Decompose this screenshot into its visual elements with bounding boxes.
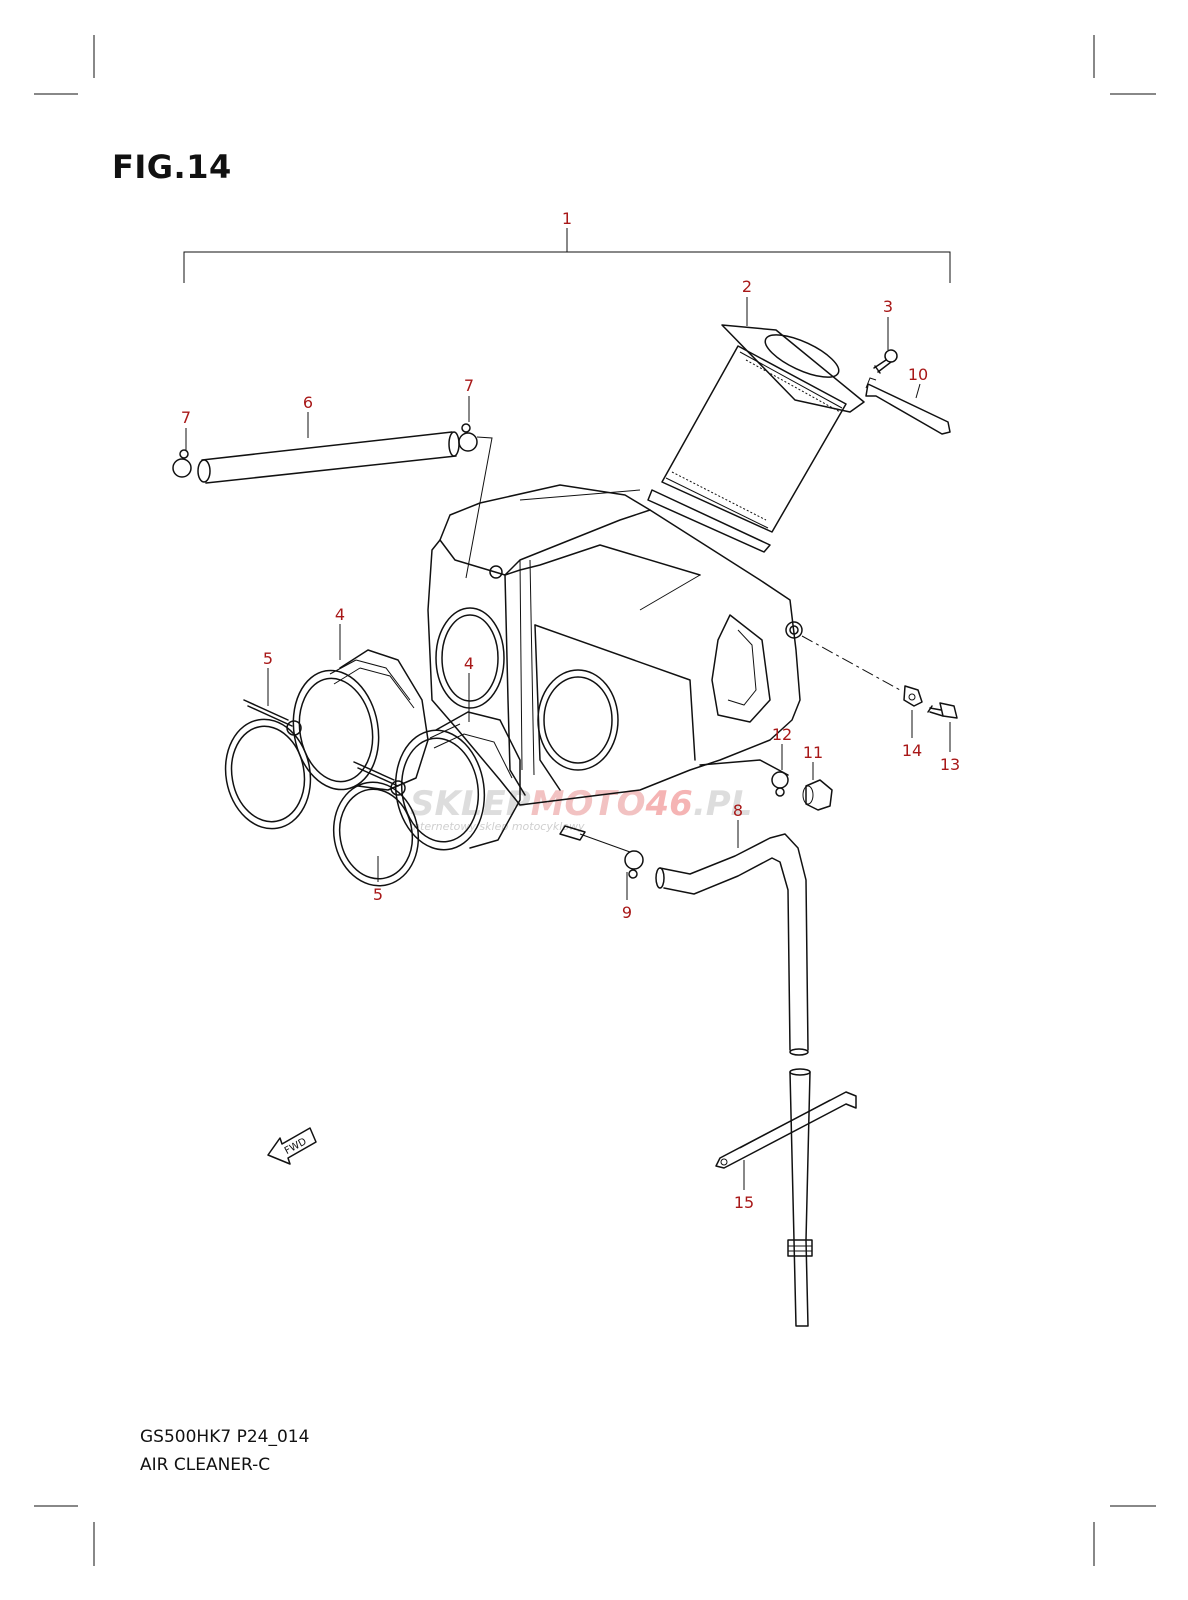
clip-right-part: [458, 423, 478, 452]
holder-part: [865, 377, 951, 435]
watermark-number: 46: [645, 784, 693, 824]
callout-7-left: 7: [181, 408, 191, 427]
callout-4-left: 4: [335, 605, 345, 624]
drain-hose-part: [655, 833, 809, 1056]
clamp-upper-part: [224, 699, 312, 830]
drain-clip-part: [624, 850, 644, 879]
fwd-arrow: FWD: [267, 1127, 317, 1165]
callout-labels: 1 2 3 4 4 5 5 6 7 7 8 9 10 11 12 13 14 1…: [181, 209, 960, 1212]
callout-14: 14: [902, 741, 922, 760]
callout-3: 3: [883, 297, 893, 316]
watermark: SKLEPMOTO46.PL internetowy sklep motocyk…: [410, 784, 752, 833]
watermark-suffix: .PL: [693, 784, 753, 824]
leader-lines: [185, 297, 951, 1190]
callout-13: 13: [940, 755, 960, 774]
watermark-tagline: internetowy sklep motocyklowy: [410, 820, 585, 833]
washer-part: [903, 685, 923, 707]
callout-12: 12: [772, 725, 792, 744]
figure-title: FIG.14: [112, 148, 232, 186]
callout-11: 11: [803, 743, 823, 762]
callout-4-right: 4: [464, 654, 474, 673]
watermark-brand: MOTO: [531, 784, 646, 824]
assembly-bracket: [183, 228, 951, 283]
cushion-right-part: [394, 711, 521, 851]
element-part: [647, 324, 865, 553]
callout-1: 1: [562, 209, 572, 228]
group-name: AIR CLEANER-C: [140, 1455, 271, 1475]
plug-clip-part: [771, 771, 789, 797]
watermark-prefix: SKLEP: [410, 784, 531, 824]
callout-10: 10: [908, 365, 928, 384]
callout-6: 6: [303, 393, 313, 412]
callout-8: 8: [733, 801, 743, 820]
callout-7-right: 7: [464, 376, 474, 395]
plug-part: [802, 779, 833, 811]
callout-15: 15: [734, 1193, 754, 1212]
svg-text:SKLEPMOTO46.PL: SKLEPMOTO46.PL: [410, 784, 752, 824]
clip-left-part: [172, 449, 192, 478]
crop-marks: [34, 35, 1156, 1566]
cushion-left-part: [292, 649, 429, 791]
callout-2: 2: [742, 277, 752, 296]
bolt-part: [927, 702, 958, 719]
screw-part: [873, 349, 898, 374]
hose-upper-part: [197, 431, 460, 484]
callout-9: 9: [622, 903, 632, 922]
clamp-lower-part: [332, 761, 420, 887]
hose-routing-line: [465, 436, 493, 579]
air-cleaner-box: [427, 484, 803, 841]
bolt-axis-line: [801, 635, 901, 691]
model-code: GS500HK7 P24_014: [140, 1427, 310, 1447]
hose-guide-part: [715, 1068, 857, 1327]
callout-5-upper: 5: [263, 649, 273, 668]
drain-routing-line: [579, 833, 631, 853]
callout-5-lower: 5: [373, 885, 383, 904]
